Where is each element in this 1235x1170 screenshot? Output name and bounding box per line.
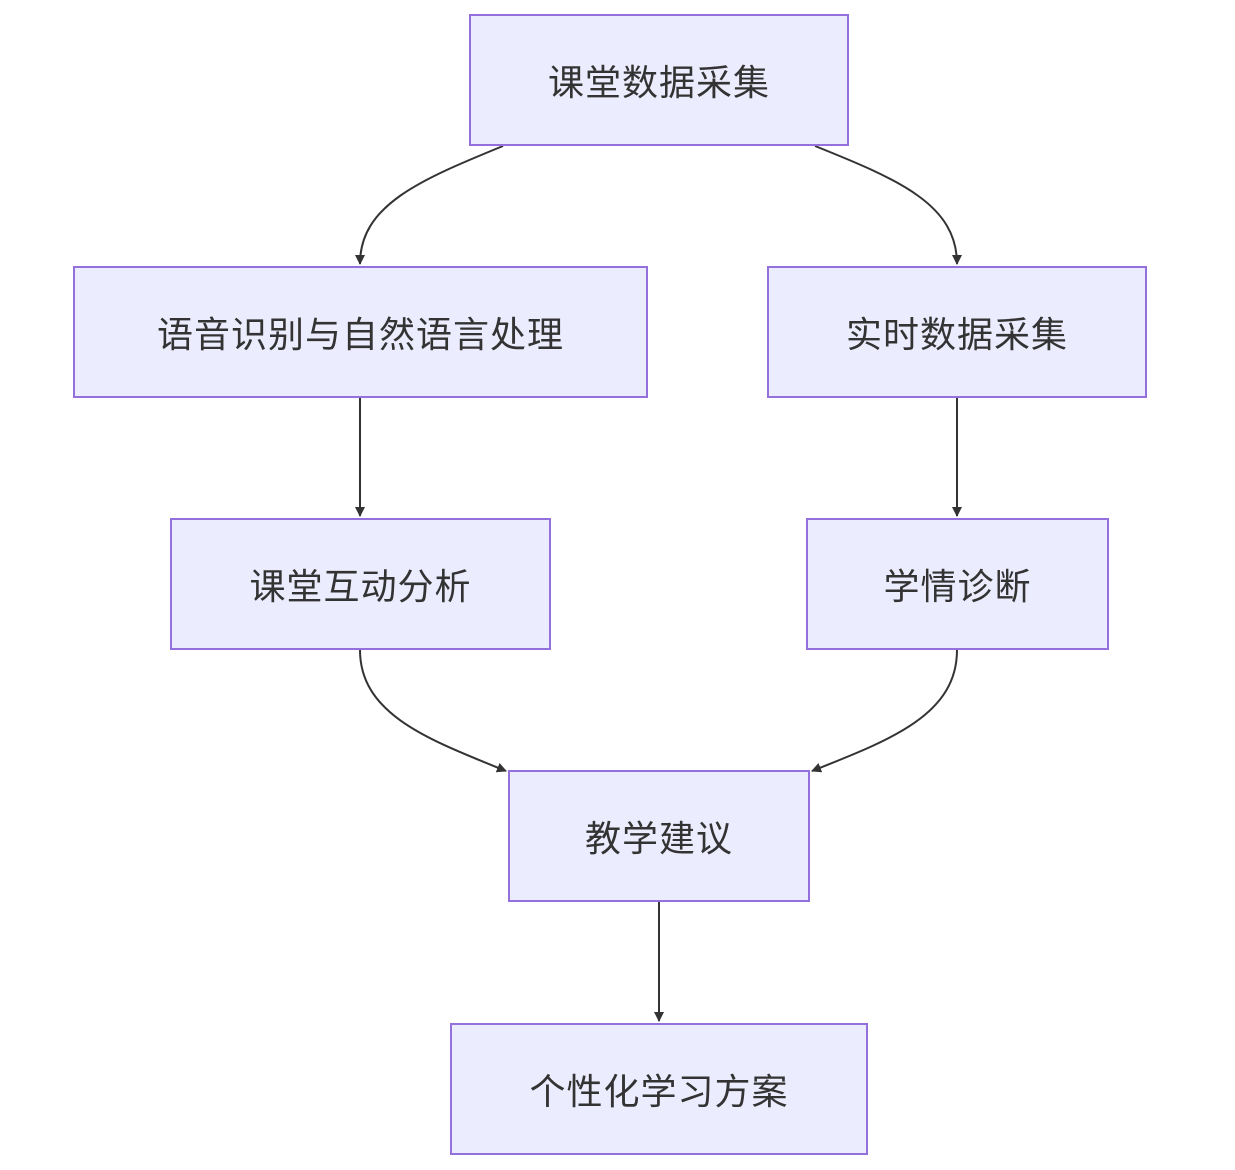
edge-collect-to-speech bbox=[355, 145, 504, 265]
node-classroom-data-collection: 课堂数据采集 bbox=[469, 14, 849, 146]
edge-collect-to-realtime bbox=[814, 145, 962, 265]
node-learning-diagnosis: 学情诊断 bbox=[806, 518, 1109, 650]
node-label: 学情诊断 bbox=[883, 567, 1032, 608]
node-classroom-interaction-analysis: 课堂互动分析 bbox=[170, 518, 551, 650]
node-label: 个性化学习方案 bbox=[529, 1072, 789, 1113]
edge-interaction-to-advice bbox=[359, 649, 507, 773]
node-personalized-learning-plan: 个性化学习方案 bbox=[450, 1023, 868, 1155]
node-label: 实时数据采集 bbox=[845, 315, 1068, 356]
node-label: 语音识别与自然语言处理 bbox=[156, 315, 564, 356]
node-label: 课堂数据采集 bbox=[547, 63, 770, 104]
node-speech-nlp: 语音识别与自然语言处理 bbox=[73, 266, 648, 398]
node-label: 教学建议 bbox=[584, 819, 733, 860]
node-label: 课堂互动分析 bbox=[249, 567, 472, 608]
edge-diagnosis-to-advice bbox=[811, 649, 958, 773]
node-teaching-suggestions: 教学建议 bbox=[508, 770, 810, 902]
node-realtime-data-collection: 实时数据采集 bbox=[767, 266, 1147, 398]
